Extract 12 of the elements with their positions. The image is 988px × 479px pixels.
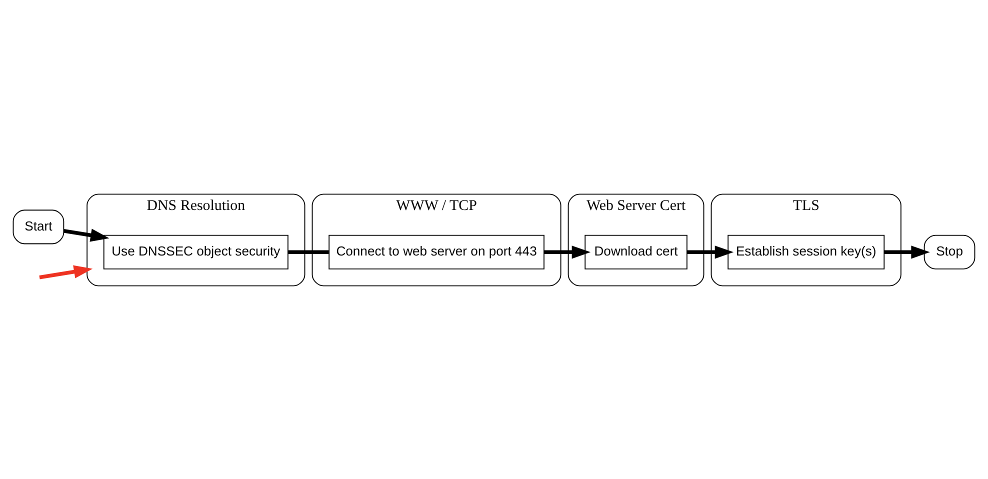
node-box: Download cert — [584, 234, 688, 269]
arrow — [39, 264, 93, 279]
arrow — [544, 245, 591, 258]
node-box: Stop — [924, 234, 976, 269]
node-box: Use DNSSEC object security — [103, 234, 288, 269]
arrow — [686, 245, 734, 258]
arrow — [884, 245, 930, 258]
node-box: Connect to web server on port 443 — [328, 234, 544, 269]
arrow — [63, 228, 110, 242]
node-box: Establish session key(s) — [728, 234, 885, 269]
node-box: Start — [12, 209, 64, 244]
connector — [288, 250, 329, 254]
